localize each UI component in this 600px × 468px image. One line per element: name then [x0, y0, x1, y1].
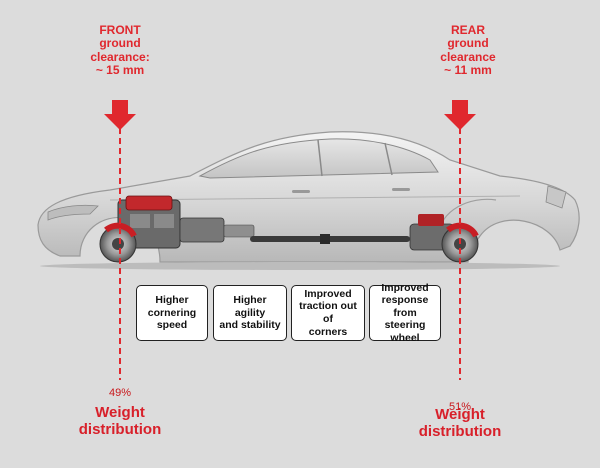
- front-arrow: [104, 100, 136, 130]
- rear-line1: ground: [447, 36, 489, 51]
- rear-line2: clearance: [440, 49, 496, 64]
- distribution-word: distribution: [418, 423, 502, 441]
- benefit-text: and stability: [219, 319, 281, 332]
- benefit-text: Improved: [381, 281, 429, 294]
- benefit-text: steering wheel: [384, 319, 426, 344]
- front-line1: ground: [99, 36, 141, 51]
- benefit-text: response from: [381, 294, 429, 319]
- front-weight-percent: 49%: [108, 387, 132, 399]
- front-weight-label: Weight distribution: [60, 404, 180, 439]
- rear-weight-label: Weight distribution: [400, 406, 520, 441]
- front-title: FRONT: [99, 23, 141, 37]
- benefit-text: Higher agility: [233, 294, 267, 319]
- weight-word: Weight: [95, 404, 145, 421]
- rear-title: REAR: [450, 23, 485, 37]
- front-clearance-label: FRONT ground clearance: ~ 15 mm: [65, 23, 175, 78]
- benefit-text: corners: [308, 325, 348, 338]
- weight-word: Weight: [435, 406, 485, 423]
- front-value: ~ 15 mm: [95, 63, 145, 78]
- car-windows: [198, 138, 439, 179]
- rear-value: ~ 11 mm: [444, 63, 492, 78]
- benefit-text: cornering: [147, 306, 197, 319]
- rear-arrow: [444, 100, 476, 130]
- benefit-text: speed: [156, 319, 188, 332]
- benefit-text: Higher: [155, 294, 189, 307]
- rear-weight-percent: 51%: [448, 401, 472, 413]
- rear-clearance-label: REAR ground clearance ~ 11 mm: [413, 23, 523, 78]
- distribution-word: distribution: [78, 421, 162, 439]
- front-line2: clearance:: [90, 49, 150, 64]
- benefit-text: traction out of: [299, 300, 357, 325]
- benefit-text: Improved: [304, 287, 352, 300]
